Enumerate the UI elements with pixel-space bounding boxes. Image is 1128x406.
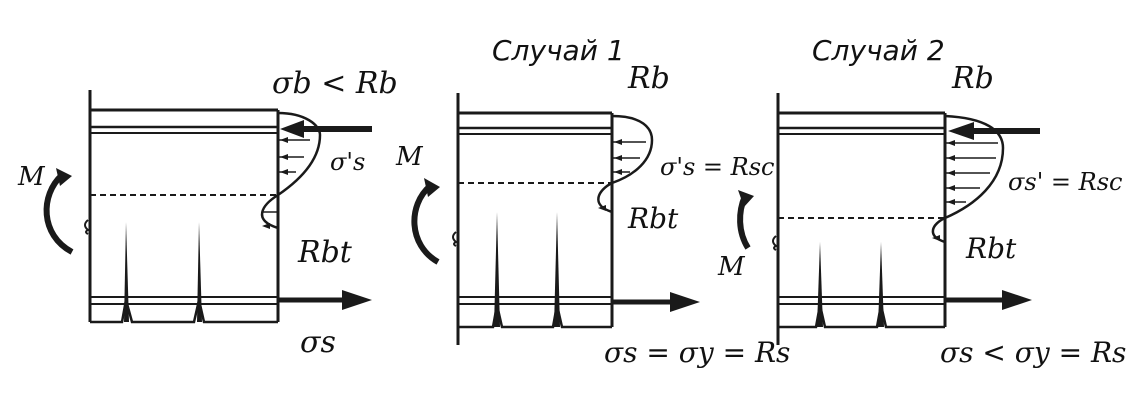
tensile-rebar-label-1: σs (300, 325, 336, 360)
tension-concrete-diagram-3 (931, 216, 946, 244)
tensile-rebar-arrow-1 (278, 290, 372, 310)
tensile-rebar-label-2: σs = σy = Rs (604, 336, 790, 369)
concrete-compressive-stress-label-1: σb < Rb (272, 66, 398, 101)
cracks-3 (817, 242, 884, 327)
panel-case-1: Случай 1 (395, 34, 790, 369)
tensile-concrete-label-2: Rbt (627, 202, 679, 235)
panel-case-2: Случай 2 (717, 34, 1126, 369)
tension-concrete-diagram-1 (260, 193, 279, 230)
moment-label-1: M (17, 162, 46, 192)
compressive-rebar-arrow-3 (948, 122, 1040, 140)
tensile-concrete-label-1: Rbt (297, 235, 353, 270)
compressive-rebar-label-1: σ's (330, 148, 365, 176)
moment-arrow-1 (43, 168, 90, 255)
compression-stress-diagram-1 (277, 111, 322, 197)
compressive-rebar-label-2: σ's = Rsc (660, 153, 775, 181)
case-caption-2: Случай 2 (812, 34, 945, 67)
moment-label-3: M (717, 252, 746, 282)
tension-concrete-diagram-2 (597, 181, 613, 214)
compression-stress-diagram-2 (611, 114, 654, 185)
tensile-concrete-label-3: Rbt (965, 232, 1017, 265)
beam-section-1 (88, 90, 280, 324)
panel-stage-elastic: M σb < Rb σ's Rbt σs (17, 66, 398, 360)
tensile-rebar-arrow-3 (945, 290, 1032, 310)
concrete-compressive-stress-label-3: Rb (951, 61, 994, 96)
moment-label-2: M (395, 142, 424, 172)
compression-stress-diagram-3 (944, 114, 1005, 220)
tensile-rebar-label-3: σs < σy = Rs (940, 336, 1126, 369)
beam-section-2 (456, 93, 614, 345)
cracks-2 (494, 212, 560, 327)
cracks-1 (124, 222, 202, 322)
compressive-rebar-arrow-1 (280, 120, 372, 138)
case-caption-1: Случай 1 (492, 34, 625, 67)
moment-arrow-3 (737, 190, 778, 251)
compressive-rebar-label-3: σs' = Rsc (1008, 168, 1123, 196)
tensile-rebar-arrow-2 (612, 292, 700, 312)
concrete-compressive-stress-label-2: Rb (627, 61, 670, 96)
moment-arrow-2 (411, 178, 458, 265)
